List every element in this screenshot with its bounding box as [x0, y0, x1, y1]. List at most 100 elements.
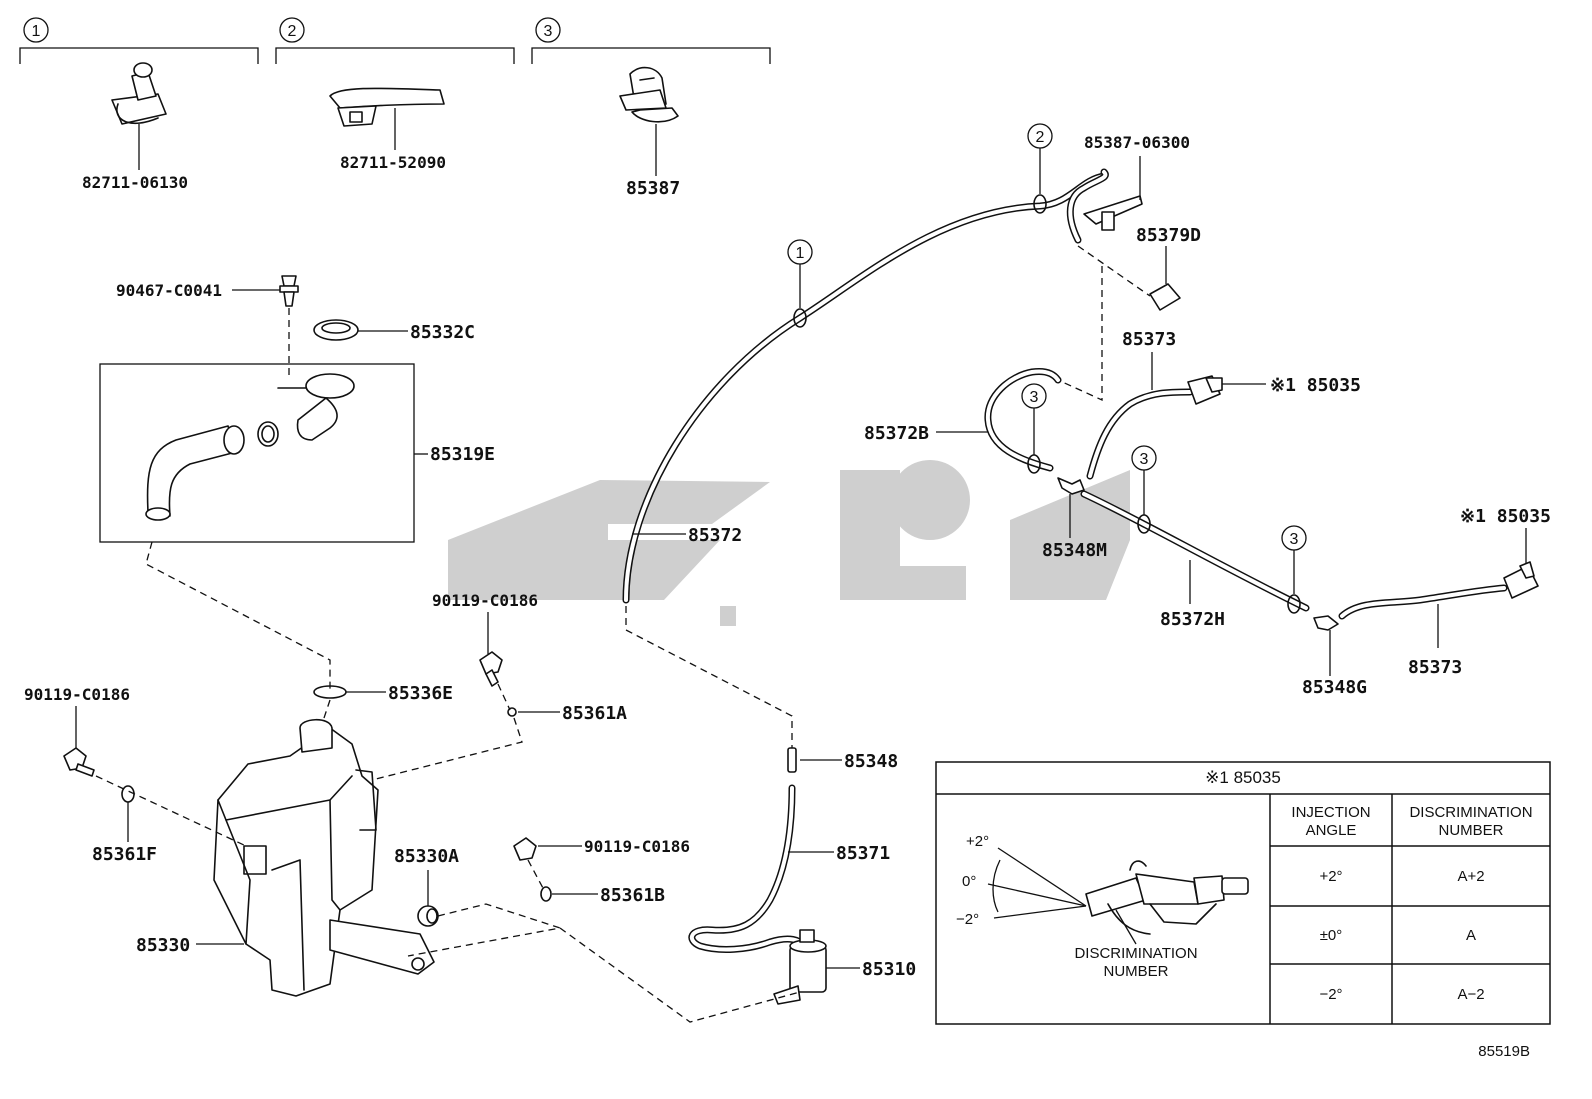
part-85348-label: 85348: [844, 751, 898, 772]
clamp-marker-3a-number: 3: [1030, 389, 1039, 406]
clamp-marker-3a: [1021, 383, 1047, 409]
group-3-number: 3: [544, 23, 553, 40]
group-2-number: 2: [288, 23, 297, 40]
legend-group-2: 2 82711-52090: [275, 17, 515, 172]
group-2-marker: [279, 17, 305, 43]
clamp-marker-3c: [1281, 525, 1307, 551]
angle-minus-label: −2°: [956, 911, 979, 928]
part-85319E-label: 85319E: [430, 444, 495, 465]
washer-85361A-icon: [507, 707, 517, 717]
part-85035-right-label: ※1 85035: [1460, 506, 1551, 527]
angle-zero-label: 0°: [962, 873, 976, 890]
part-90467-C0041-label: 90467-C0041: [116, 281, 222, 300]
part-90119-C0186-mid-label: 90119-C0186: [584, 837, 690, 856]
part-85361A-label: 85361A: [562, 703, 627, 724]
group-3-marker: [535, 17, 561, 43]
bolt-90119-mid-icon: [513, 837, 537, 861]
joint-85379D-icon: [1149, 283, 1181, 311]
washer-85361B-icon: [540, 886, 552, 902]
table-row-angle: ±0°: [1320, 927, 1343, 944]
header-injection-line2: ANGLE: [1306, 822, 1357, 839]
table-row-number: A+2: [1457, 868, 1484, 885]
hose-85372H-icon: [1080, 490, 1310, 612]
inlet-assembly-frame: [99, 363, 415, 543]
part-85372-label: 85372: [688, 525, 742, 546]
part-85373-right-label: 85373: [1408, 657, 1462, 678]
nozzle-85035-right-icon: [1503, 561, 1539, 599]
header-injection-line1: INJECTION: [1291, 804, 1370, 821]
caption-line2: NUMBER: [1103, 963, 1168, 980]
table-title: ※1 85035: [1205, 768, 1281, 787]
part-85310-label: 85310: [862, 959, 916, 980]
filler-pipe-85319E-icon: [145, 373, 355, 521]
part-85379D-label: 85379D: [1136, 225, 1201, 246]
part-85330A-label: 85330A: [394, 846, 459, 867]
hose-85373-right-icon: [1338, 584, 1508, 620]
group-1-marker: [23, 17, 49, 43]
injection-angle-illustration: +2° 0° −2° DISCRIMINATION NUMBER: [956, 833, 1249, 980]
clamp-ring-1: [793, 308, 807, 328]
clamp-85387-icon: [619, 66, 679, 123]
part-85348M-label: 85348M: [1042, 540, 1107, 561]
part-85336E-label: 85336E: [388, 683, 453, 704]
legend-group-3: 3 85387: [531, 17, 771, 199]
cap-85332C-icon: [313, 319, 359, 341]
part-85373-top-label: 85373: [1122, 329, 1176, 350]
header-discrimination-line1: DISCRIMINATION: [1409, 804, 1532, 821]
table-row-angle: −2°: [1319, 986, 1342, 1003]
clamp-ring-2: [1033, 194, 1047, 214]
hose-85372-icon: [622, 172, 1108, 604]
table-row-angle: +2°: [1319, 868, 1342, 885]
table-row-number: A: [1466, 927, 1476, 944]
clamp-ring-3c: [1287, 594, 1301, 614]
washer-tank-85330-icon: [213, 718, 435, 997]
part-85330-label: 85330: [136, 935, 190, 956]
legend-group-1: 1 82711-06130: [19, 17, 259, 192]
part-85387-06300-label: 85387-06300: [1084, 133, 1190, 152]
cap-bolt-90467-icon: [279, 275, 299, 307]
joint-85348G-icon: [1313, 615, 1339, 631]
part-85387-label: 85387: [626, 178, 680, 199]
clamp-marker-2-number: 2: [1036, 129, 1045, 146]
joint-85348-icon: [787, 747, 797, 773]
bolt-90119-top-icon: [479, 651, 503, 687]
hose-85373-top-icon: [1086, 388, 1194, 480]
clamp-82711-06130-icon: [111, 62, 167, 125]
header-discrimination-line2: NUMBER: [1438, 822, 1503, 839]
caption-line1: DISCRIMINATION: [1074, 945, 1197, 962]
bracket-85387-06300-icon: [1066, 168, 1143, 244]
part-85372H-label: 85372H: [1160, 609, 1225, 630]
nozzle-table: ※1 85035 INJECTION ANGLE DISCRIMINATION …: [935, 761, 1551, 1025]
joint-85348M-icon: [1057, 477, 1085, 495]
part-85348G-label: 85348G: [1302, 677, 1367, 698]
part-82711-06130-label: 82711-06130: [82, 173, 188, 192]
grommet-85330A-icon: [417, 905, 439, 927]
clamp-marker-2: [1027, 123, 1053, 149]
nozzle-detail-icon: [1085, 860, 1249, 935]
clip-82711-52090-icon: [329, 87, 445, 127]
clamp-marker-3b-number: 3: [1140, 451, 1149, 468]
washer-85361F-icon: [121, 785, 135, 803]
part-85035-top-label: ※1 85035: [1270, 375, 1361, 396]
pump-85310-icon: [773, 929, 827, 1005]
watermark-logo: [448, 460, 1130, 626]
part-90119-C0186-left-label: 90119-C0186: [24, 685, 130, 704]
part-82711-52090-label: 82711-52090: [340, 153, 446, 172]
clamp-marker-3b: [1131, 445, 1157, 471]
clamp-marker-1: [787, 239, 813, 265]
hose-85372B-icon: [984, 368, 1062, 472]
group-1-number: 1: [32, 23, 41, 40]
part-90119-C0186-top-label: 90119-C0186: [432, 591, 538, 610]
bolt-90119-left-icon: [63, 747, 95, 777]
clamp-marker-1-number: 1: [796, 245, 805, 262]
part-85361F-label: 85361F: [92, 844, 157, 865]
part-85372B-label: 85372B: [864, 423, 929, 444]
nozzle-85035-top-icon: [1187, 375, 1223, 405]
hose-85371-icon: [688, 784, 808, 953]
table-row-number: A−2: [1457, 986, 1484, 1003]
part-85332C-label: 85332C: [410, 322, 475, 343]
diagram-code: 85519B: [1478, 1043, 1530, 1060]
angle-plus-label: +2°: [966, 833, 989, 850]
part-85371-label: 85371: [836, 843, 890, 864]
